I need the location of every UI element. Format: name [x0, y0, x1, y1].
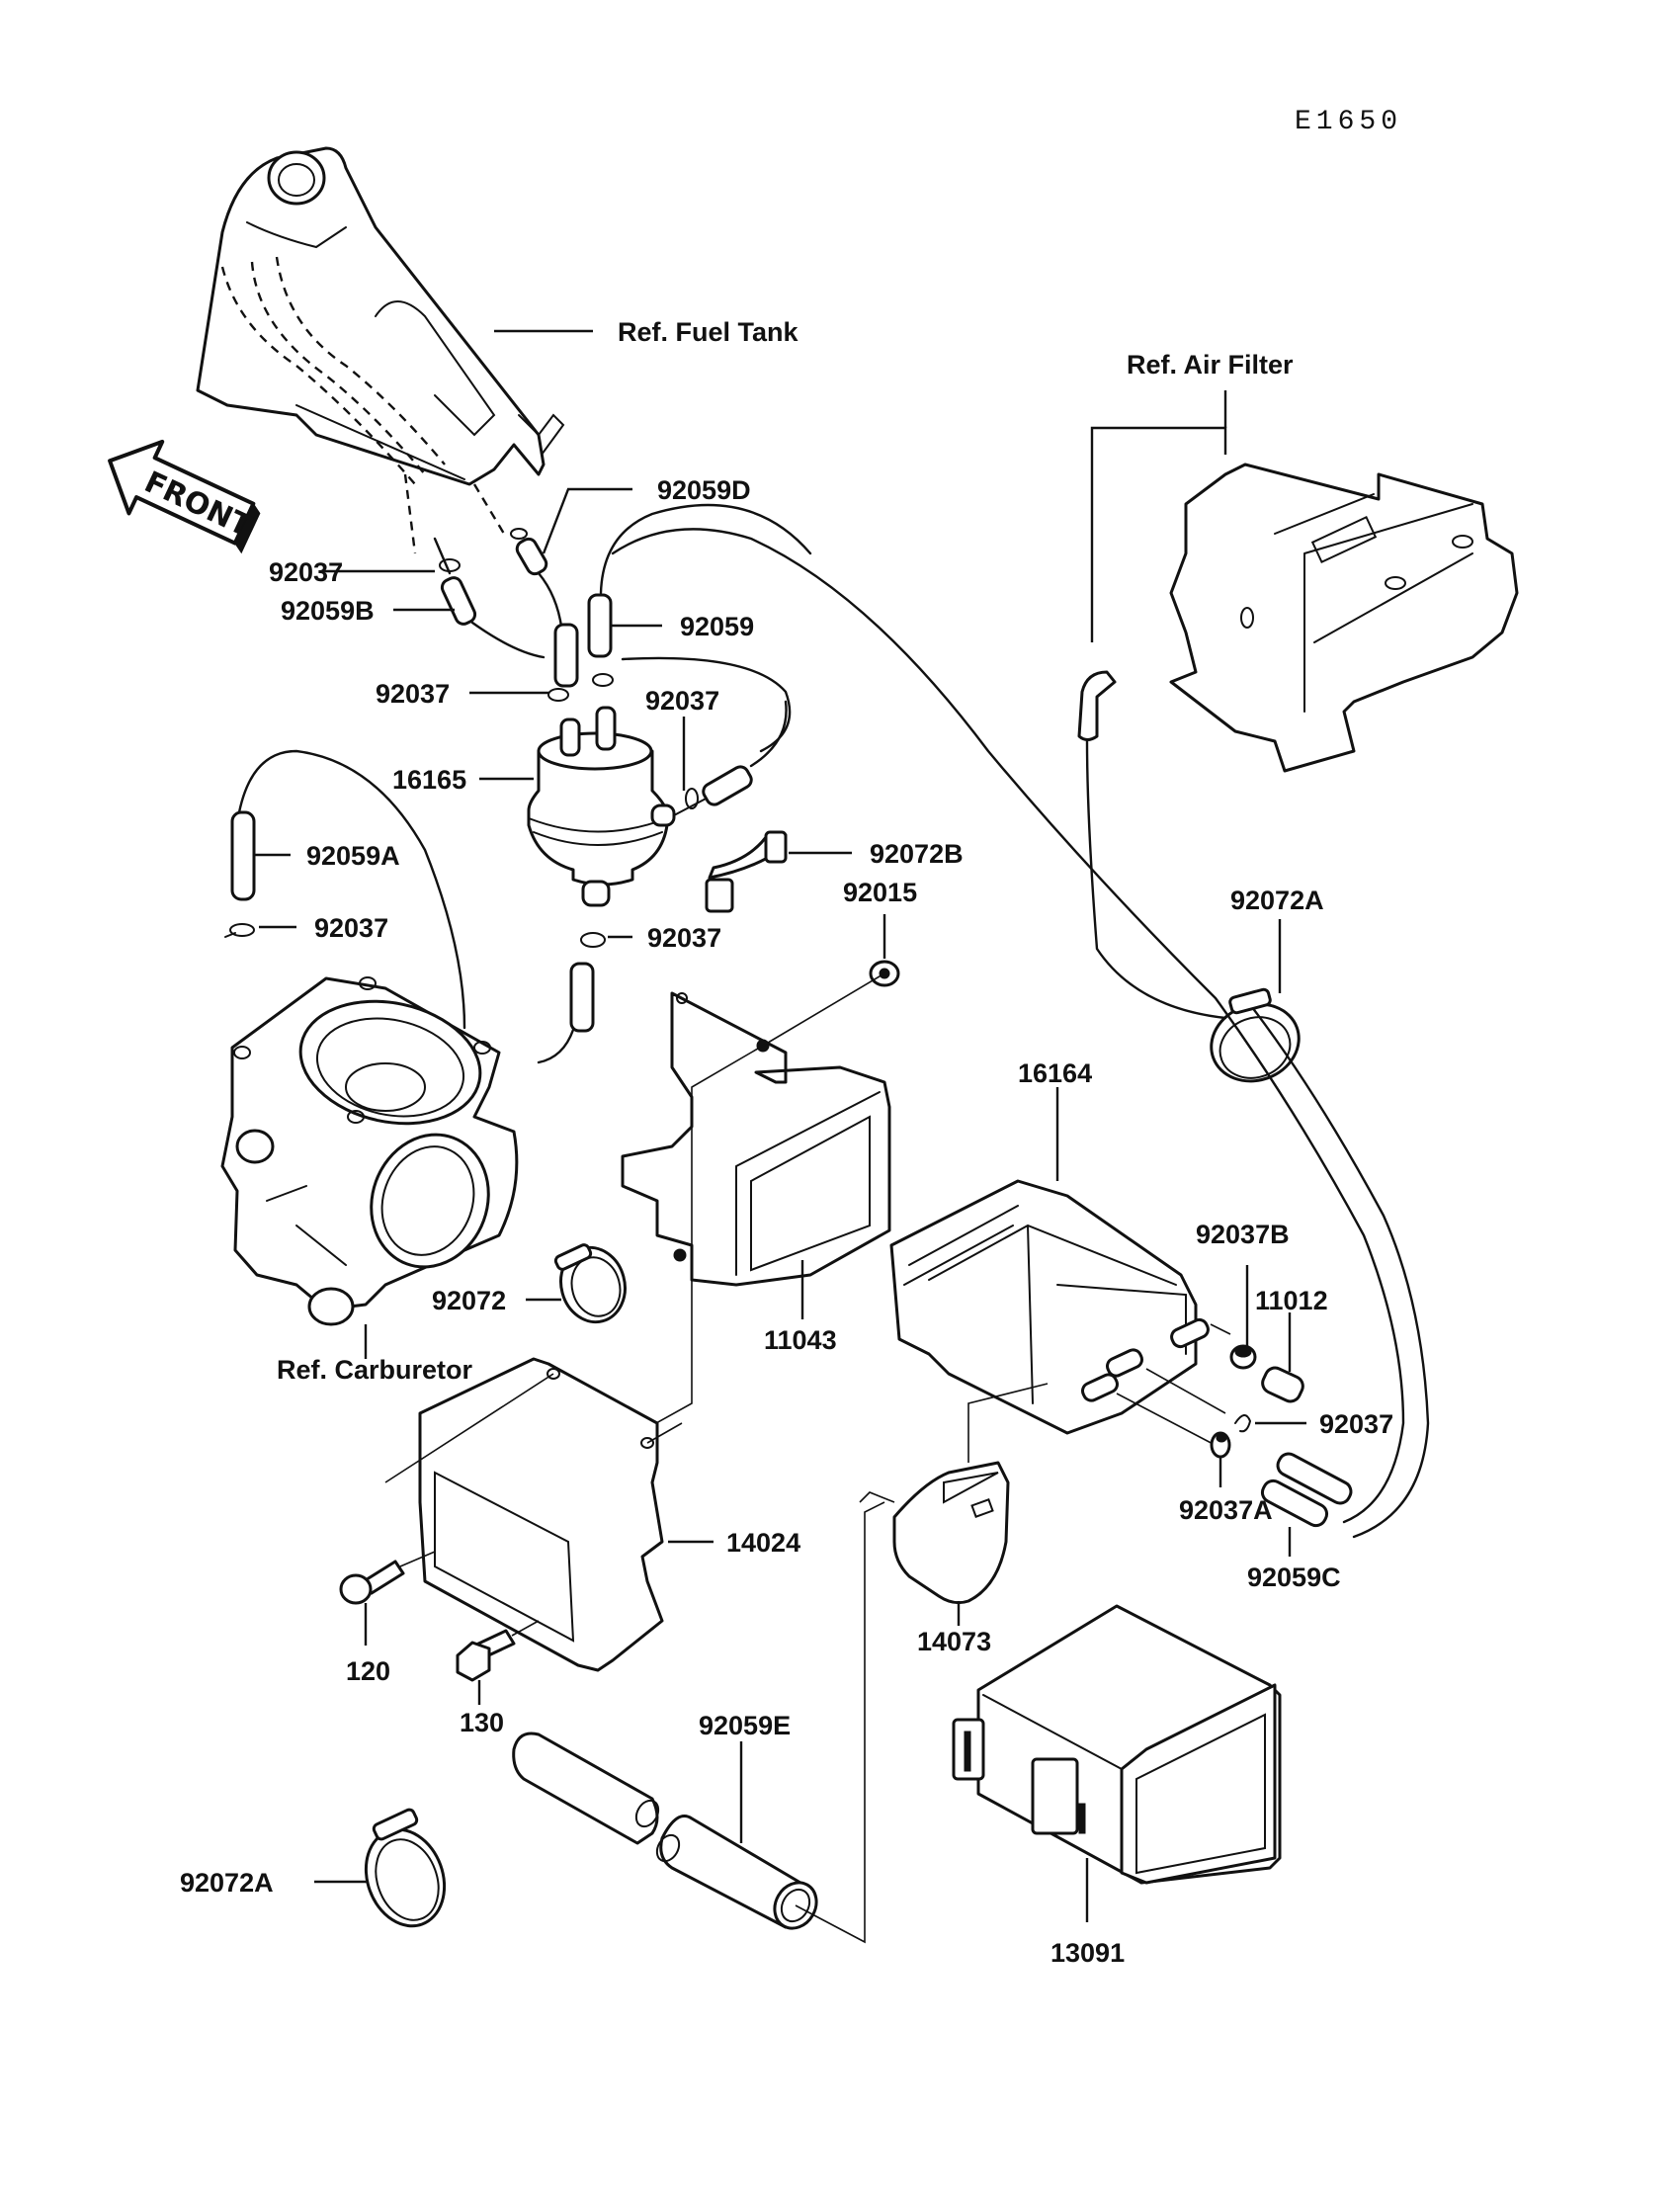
- clamp-92037B: [1229, 1344, 1257, 1370]
- bracket-11043: [602, 972, 891, 1454]
- carburetor: [220, 976, 519, 1326]
- label-92037-tank: 92037: [269, 557, 343, 587]
- hose-92059A: [224, 749, 466, 1030]
- clip-92037-pump: [537, 932, 606, 1064]
- duct-13091: [952, 1604, 1282, 1885]
- label-16164: 16164: [1018, 1058, 1092, 1088]
- clip-92037-right: [1234, 1414, 1252, 1433]
- label-92059D: 92059D: [657, 475, 751, 505]
- diagram-code: E1650: [1295, 107, 1402, 137]
- hose-92059B: [433, 537, 546, 659]
- fuel-tank: Ref. Fuel Tank: [196, 146, 799, 554]
- label-14024: 14024: [726, 1528, 800, 1558]
- clamp-92072B: [705, 830, 788, 913]
- clamp-92072: [553, 1243, 627, 1324]
- label-14073: 14073: [917, 1627, 991, 1656]
- ref-air-filter-label: Ref. Air Filter: [1127, 350, 1294, 380]
- cover-14024: [384, 1357, 683, 1672]
- ref-carburetor-label: Ref. Carburetor: [277, 1355, 473, 1385]
- label-13091: 13091: [1050, 1938, 1125, 1968]
- label-92037-left: 92037: [376, 679, 450, 709]
- label-11012: 11012: [1255, 1286, 1328, 1315]
- label-92037-right: 92037: [1319, 1409, 1393, 1439]
- label-92037-mid: 92037: [645, 686, 719, 716]
- elbow-fitting: [1077, 670, 1227, 1020]
- clamp-92072A-lower: [364, 1808, 447, 1928]
- label-92037B: 92037B: [1196, 1220, 1290, 1249]
- clip-92037-tank: [439, 558, 461, 572]
- canister-16164: [889, 1179, 1231, 1449]
- label-130: 130: [460, 1708, 504, 1737]
- bolt-120: [339, 1551, 436, 1605]
- cap-11012: [1261, 1366, 1304, 1403]
- label-92015: 92015: [843, 878, 917, 907]
- label-92059E: 92059E: [699, 1711, 791, 1740]
- hose-92059E: [512, 1501, 885, 1944]
- front-arrow-icon: FRONT: [108, 439, 261, 554]
- clip-92037A: [1210, 1431, 1231, 1459]
- label-11043: 11043: [764, 1325, 837, 1355]
- label-92059C: 92059C: [1247, 1563, 1341, 1592]
- label-92072A-lower: 92072A: [180, 1868, 274, 1898]
- air-filter: [1090, 390, 1519, 773]
- label-92037A: 92037A: [1179, 1495, 1273, 1525]
- ref-fuel-tank-label: Ref. Fuel Tank: [618, 317, 799, 347]
- label-92059A: 92059A: [306, 841, 400, 871]
- bolt-130: [456, 1620, 540, 1682]
- clips-92037-center: [547, 673, 614, 702]
- label-92037-pump: 92037: [647, 923, 721, 953]
- fuel-pump-16165: [527, 700, 788, 907]
- label-92059: 92059: [680, 612, 754, 641]
- label-16165: 16165: [392, 765, 466, 795]
- elbow-14073: [859, 1383, 1049, 1605]
- label-92072: 92072: [432, 1286, 506, 1315]
- hose-92059D: [510, 487, 632, 654]
- hoses-92059C: [1260, 1452, 1353, 1528]
- label-120: 120: [346, 1656, 390, 1686]
- label-92072A-upper: 92072A: [1230, 886, 1324, 915]
- clamp-92072A-upper: [1210, 987, 1301, 1083]
- vent-hose: [611, 528, 1405, 1524]
- label-92059B: 92059B: [281, 596, 375, 626]
- hose-pair-92059: [553, 503, 812, 753]
- vent-hose-outer: [1243, 996, 1430, 1539]
- label-92072B: 92072B: [870, 839, 964, 869]
- label-92037-lower-left: 92037: [314, 913, 388, 943]
